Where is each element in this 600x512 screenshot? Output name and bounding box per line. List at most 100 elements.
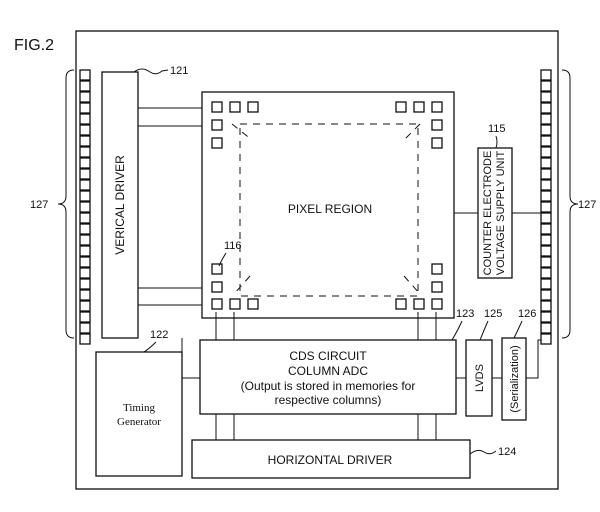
bonding-pad [540,157,552,169]
leader-126 [513,320,523,339]
pixel-cell [413,101,425,113]
bonding-pad [79,234,91,246]
ref-121: 121 [170,65,188,77]
bonding-pad [540,190,552,202]
bonding-pad [79,102,91,114]
leader-121 [133,68,169,75]
cds-label-line4: respective columns) [275,393,382,407]
ref-115: 115 [488,123,506,135]
pixel-cell [431,119,443,131]
bonding-pad [540,322,552,334]
bonding-pad [79,311,91,323]
ref-122: 122 [150,329,168,341]
pixel-cell [431,101,443,113]
pixel-region-block [201,91,455,319]
ref-127-left: 127 [30,199,48,211]
bonding-pad [540,91,552,103]
bonding-pad [79,135,91,147]
bonding-pad [79,212,91,224]
pixel-cell [431,263,443,275]
cds-label-line2: COLUMN ADC [288,364,368,378]
timing-label-line2: Generator [117,416,161,428]
bonding-pad [540,168,552,180]
bonding-pad [540,69,552,81]
leader-122 [143,341,157,353]
bonding-pad [79,256,91,268]
pixel-cell [413,298,425,310]
pixel-region-label: PIXEL REGION [288,202,372,216]
bonding-pad [79,113,91,125]
brace-left [57,69,75,339]
bonding-pad [79,278,91,290]
bonding-pad [540,311,552,323]
leader-124 [469,449,497,455]
cds-label-line3: (Output is stored in memories for [241,379,416,393]
horizontal-driver-label: HORIZONTAL DRIVER [268,453,393,467]
counter-electrode-block [477,147,513,279]
diagonal-dash [403,275,421,295]
bonding-pad [540,300,552,312]
bonding-pad [540,179,552,191]
leader-123 [451,320,463,341]
cds-column-adc-block [199,339,457,415]
pixel-cell [247,298,259,310]
bonding-pad [540,278,552,290]
diagonal-dash [403,123,421,141]
horizontal-driver-block [191,439,471,479]
pixel-cell [211,281,223,293]
bonding-pad [540,102,552,114]
bonding-pad [540,289,552,301]
pixel-region-dashed-boundary [239,123,419,297]
bonding-pad [79,91,91,103]
vertical-driver-label: VERICAL DRIVER [113,155,127,255]
pixel-cell [229,298,241,310]
bonding-pad [79,190,91,202]
bonding-pad [79,289,91,301]
counter-electrode-label-line1: COUNTER ELECTRODE [482,151,494,276]
bonding-pad [540,135,552,147]
bonding-pad [540,234,552,246]
pixel-cell [211,263,223,275]
bonding-pad [79,80,91,92]
bonding-pad [79,168,91,180]
ref-116: 116 [224,240,242,252]
bonding-pad [540,113,552,125]
bonding-pad [79,157,91,169]
pixel-cell [431,137,443,149]
ref-126: 126 [518,308,536,320]
brace-right [561,69,579,339]
lvds-label: LVDS [474,364,486,392]
bonding-pad [540,245,552,257]
bonding-pad [540,146,552,158]
timing-generator-block [95,351,183,477]
ref-127-right: 127 [578,199,596,211]
timing-label-line1: Timing [123,402,156,414]
pixel-cell [211,137,223,149]
bonding-pad [79,245,91,257]
figure-label: FIG.2 [14,37,54,54]
ref-123: 123 [456,308,474,320]
pixel-cell [395,298,407,310]
bonding-pad [79,69,91,81]
timing-cds-link [181,338,200,379]
bonding-pads-right [540,69,552,345]
bonding-pad [79,201,91,213]
bonding-pad [79,322,91,334]
bonding-pad [79,267,91,279]
pixel-cell [431,298,443,310]
bonding-pad [540,267,552,279]
counter-electrode-label-line2: VOLTAGE SUPPLY UNIT [495,150,507,275]
serialization-label: (Serialization) [509,345,521,412]
bonding-pad [79,333,91,345]
vertical-driver-block [101,71,139,339]
bonding-pad [79,179,91,191]
ref-125: 125 [484,308,502,320]
bonding-pad [540,80,552,92]
pixel-cell [395,101,407,113]
bonding-pad [79,146,91,158]
bonding-pad [540,223,552,235]
bonding-pad [540,333,552,345]
serialization-pad-link [526,339,541,379]
leader-115 [495,135,498,149]
diagonal-dash [233,275,251,295]
